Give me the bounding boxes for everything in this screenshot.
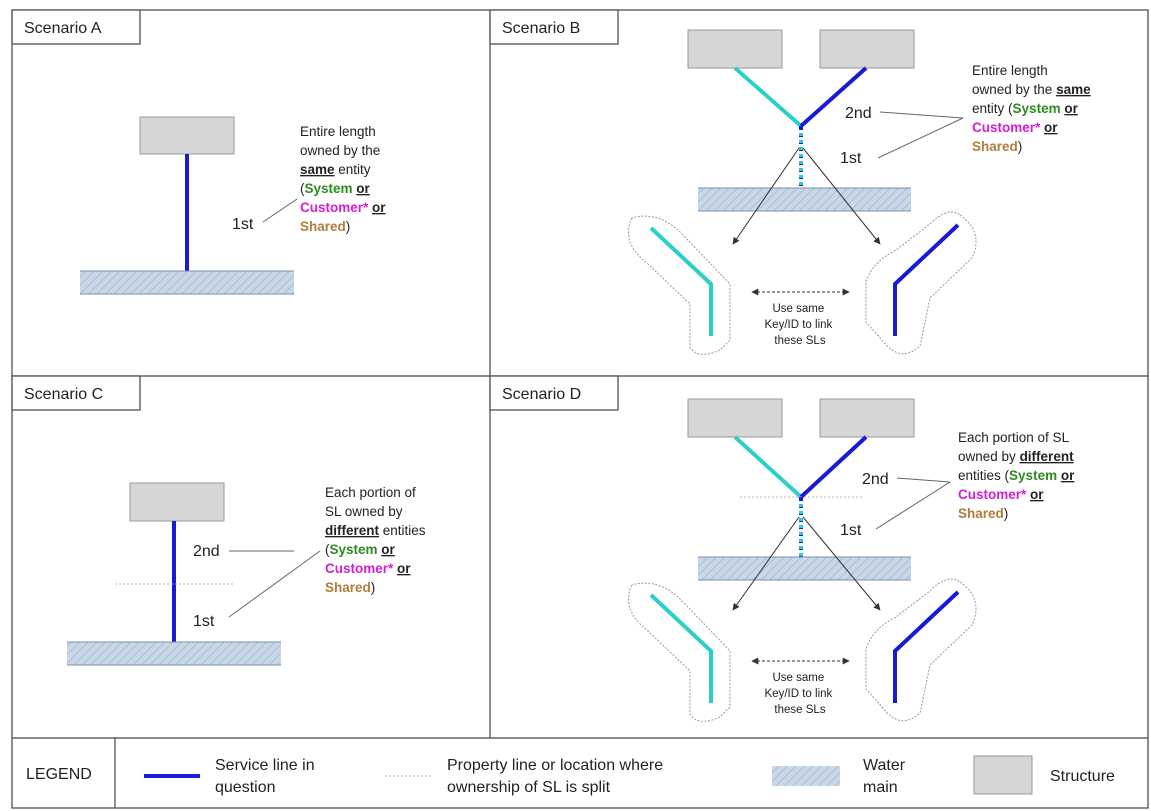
structure-left <box>687 398 783 438</box>
detail-service-line-left <box>649 593 713 703</box>
legend-structure-label: Structure <box>1050 768 1115 785</box>
arrow-to-left-detail <box>732 147 800 245</box>
water-main <box>80 271 294 294</box>
structure-right <box>819 398 915 438</box>
legend-property-line-label: Property line or location where ownershi… <box>447 757 668 796</box>
legend-service-line-label: Service line in question <box>215 757 319 796</box>
legend-title: LEGEND <box>26 766 92 783</box>
order-label-1st: 1st <box>840 522 862 539</box>
order-label-2nd: 2nd <box>845 105 872 122</box>
arrow-to-right-detail <box>802 516 881 611</box>
service-line-branch-left <box>733 66 803 128</box>
scenario-b-title: Scenario B <box>502 20 580 37</box>
structure-right <box>819 29 915 69</box>
order-label-1st: 1st <box>840 150 862 167</box>
service-line-branch-right <box>799 66 868 128</box>
legend-structure-swatch <box>973 755 1033 795</box>
scenario-c: Scenario C 2nd 1st Each portion of SL ow… <box>11 375 429 666</box>
scenario-d-title: Scenario D <box>502 386 581 403</box>
scenario-a: Scenario A 1st Entire length owned by th… <box>11 9 389 295</box>
order-label-1st: 1st <box>232 216 254 233</box>
callout-leader-1st <box>875 481 951 530</box>
callout-leader <box>262 198 298 223</box>
ownership-note: Each portion of SL owned by different en… <box>958 430 1078 521</box>
link-note: Use same Key/ID to link these SLs <box>765 303 836 347</box>
callout-leader-1st <box>228 550 321 618</box>
arrow-to-right-detail <box>802 147 881 245</box>
scenario-a-title-box <box>11 9 141 45</box>
callout-leader-2nd <box>879 111 964 119</box>
detail-outline-left <box>628 215 731 355</box>
water-main <box>67 642 281 665</box>
ownership-note: Entire length owned by the same entity (… <box>300 124 389 234</box>
detail-service-line-right <box>893 590 960 703</box>
detail-service-line-left <box>649 226 713 336</box>
service-line-branch-right <box>799 435 868 499</box>
callout-leader-2nd <box>896 477 951 483</box>
scenario-d: Scenario D 2nd 1st Each portion of SL ow… <box>489 375 1078 722</box>
arrow-to-left-detail <box>732 516 800 611</box>
order-label-2nd: 2nd <box>193 543 220 560</box>
scenario-b: Scenario B 2nd 1st Entire length owned b… <box>489 9 1094 355</box>
scenario-c-title-box <box>11 375 141 411</box>
detail-outline-left <box>628 582 731 722</box>
ownership-note: Each portion of SL owned by different en… <box>325 485 429 595</box>
callout-leader-1st <box>877 117 964 159</box>
detail-outline-right <box>865 578 977 722</box>
ownership-note: Entire length owned by the same entity (… <box>972 63 1094 154</box>
link-note: Use same Key/ID to link these SLs <box>765 672 836 716</box>
water-main <box>698 188 911 211</box>
order-label-1st: 1st <box>193 613 215 630</box>
structure <box>139 116 235 155</box>
legend: LEGEND Service line in question Property… <box>26 738 1115 808</box>
legend-water-main-swatch <box>772 766 840 786</box>
detail-outline-right <box>865 211 977 355</box>
legend-water-main-label: Water main <box>863 757 910 796</box>
detail-service-line-right <box>893 223 960 336</box>
order-label-2nd: 2nd <box>862 471 889 488</box>
water-main <box>698 557 911 580</box>
service-line-branch-left <box>733 435 803 499</box>
scenario-c-title: Scenario C <box>24 386 103 403</box>
structure <box>129 482 225 522</box>
scenario-b-title-box <box>489 9 619 45</box>
scenario-d-title-box <box>489 375 619 411</box>
structure-left <box>687 29 783 69</box>
scenario-a-title: Scenario A <box>24 20 102 37</box>
